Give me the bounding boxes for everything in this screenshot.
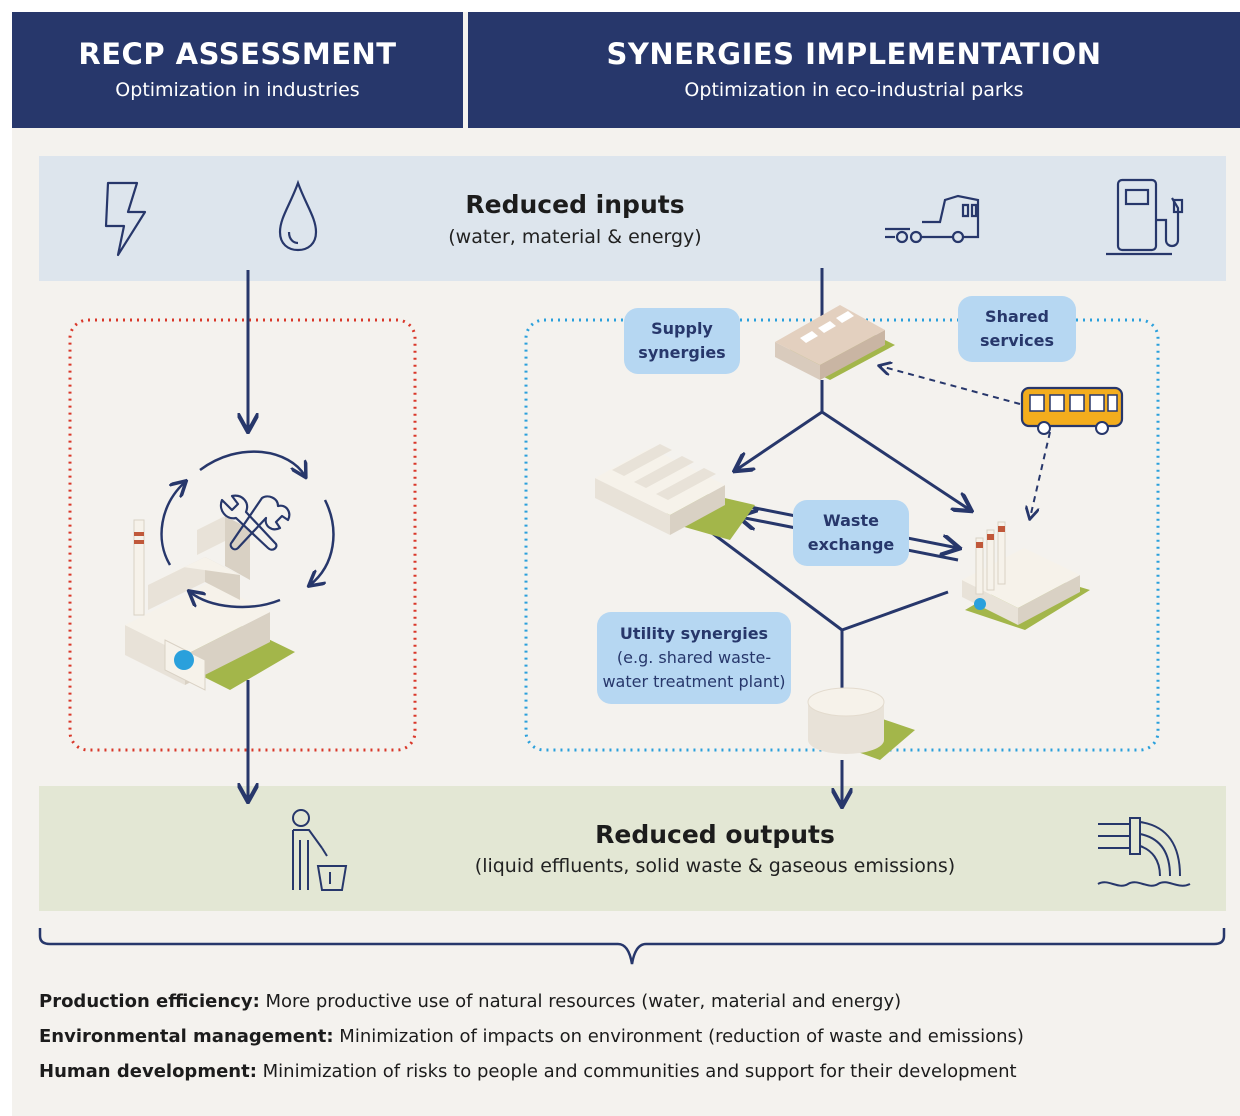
footer-label: Human development: xyxy=(39,1061,257,1082)
water-drop-icon xyxy=(278,179,318,252)
waste-exchange-line1: Waste xyxy=(823,511,879,530)
synergies-implementation-title: SYNERGIES IMPLEMENTATION xyxy=(606,37,1102,71)
footer-text: Minimization of impacts on environment (… xyxy=(333,1026,1024,1047)
wide-factory-building xyxy=(595,444,755,540)
reduced-outputs-title: Reduced outputs xyxy=(595,820,835,849)
reduced-inputs-subtitle: (water, material & energy) xyxy=(448,226,702,248)
recp-dotted-frame xyxy=(68,318,417,752)
water-treatment-tank xyxy=(807,687,915,760)
utility-synergies-line1: (e.g. shared waste- xyxy=(616,648,772,667)
person-trash-icon xyxy=(292,809,348,891)
supply-synergies-bubble: Supply synergies xyxy=(624,308,740,374)
shared-services-bubble: Shared services xyxy=(958,296,1076,362)
recp-assessment-header: RECP ASSESSMENT Optimization in industri… xyxy=(12,12,463,128)
reduced-outputs-subtitle: (liquid effluents, solid waste & gaseous… xyxy=(474,855,956,877)
shared-services-line2: services xyxy=(979,331,1055,350)
lightning-icon xyxy=(104,181,147,257)
footer-label: Production efficiency: xyxy=(39,991,260,1012)
synergies-implementation-subtitle: Optimization in eco-industrial parks xyxy=(684,79,1024,101)
utility-synergies-line2: water treatment plant) xyxy=(602,672,786,691)
shared-services-line1: Shared xyxy=(985,307,1049,326)
truck-icon xyxy=(885,194,980,244)
effluent-pipe-icon xyxy=(1097,817,1191,887)
footer-production-efficiency: Production efficiency: More productive u… xyxy=(39,985,901,1019)
summary-brace xyxy=(38,928,1226,965)
small-factory-building xyxy=(962,521,1090,630)
wrench-icon xyxy=(219,494,291,551)
footer-text: More productive use of natural resources… xyxy=(259,991,902,1012)
warehouse-building xyxy=(775,305,895,380)
reduced-inputs-title: Reduced inputs xyxy=(465,190,685,219)
utility-synergies-bubble: Utility synergies (e.g. shared waste- wa… xyxy=(597,612,791,704)
footer-human-development: Human development: Minimization of risks… xyxy=(39,1055,1017,1089)
waste-exchange-line2: exchange xyxy=(807,535,895,554)
optimization-cycle-arrows xyxy=(160,450,335,609)
bus-icon xyxy=(1020,386,1124,435)
shared-services-dashed-arrows xyxy=(880,366,1051,518)
supply-synergies-line2: synergies xyxy=(638,343,726,362)
reduced-inputs-band xyxy=(39,156,1226,281)
recp-assessment-title: RECP ASSESSMENT xyxy=(78,37,397,71)
reduced-outputs-band xyxy=(39,786,1226,911)
fuel-pump-icon xyxy=(1106,178,1184,256)
waste-exchange-bubble: Waste exchange xyxy=(793,500,909,566)
footer-environmental-management: Environmental management: Minimization o… xyxy=(39,1020,1024,1054)
utility-synergies-title: Utility synergies xyxy=(619,624,769,643)
footer-label: Environmental management: xyxy=(39,1026,334,1047)
footer-text: Minimization of risks to people and comm… xyxy=(256,1061,1017,1082)
recp-assessment-subtitle: Optimization in industries xyxy=(115,79,360,101)
supply-synergies-line1: Supply xyxy=(651,319,713,338)
synergies-implementation-header: SYNERGIES IMPLEMENTATION Optimization in… xyxy=(468,12,1240,128)
